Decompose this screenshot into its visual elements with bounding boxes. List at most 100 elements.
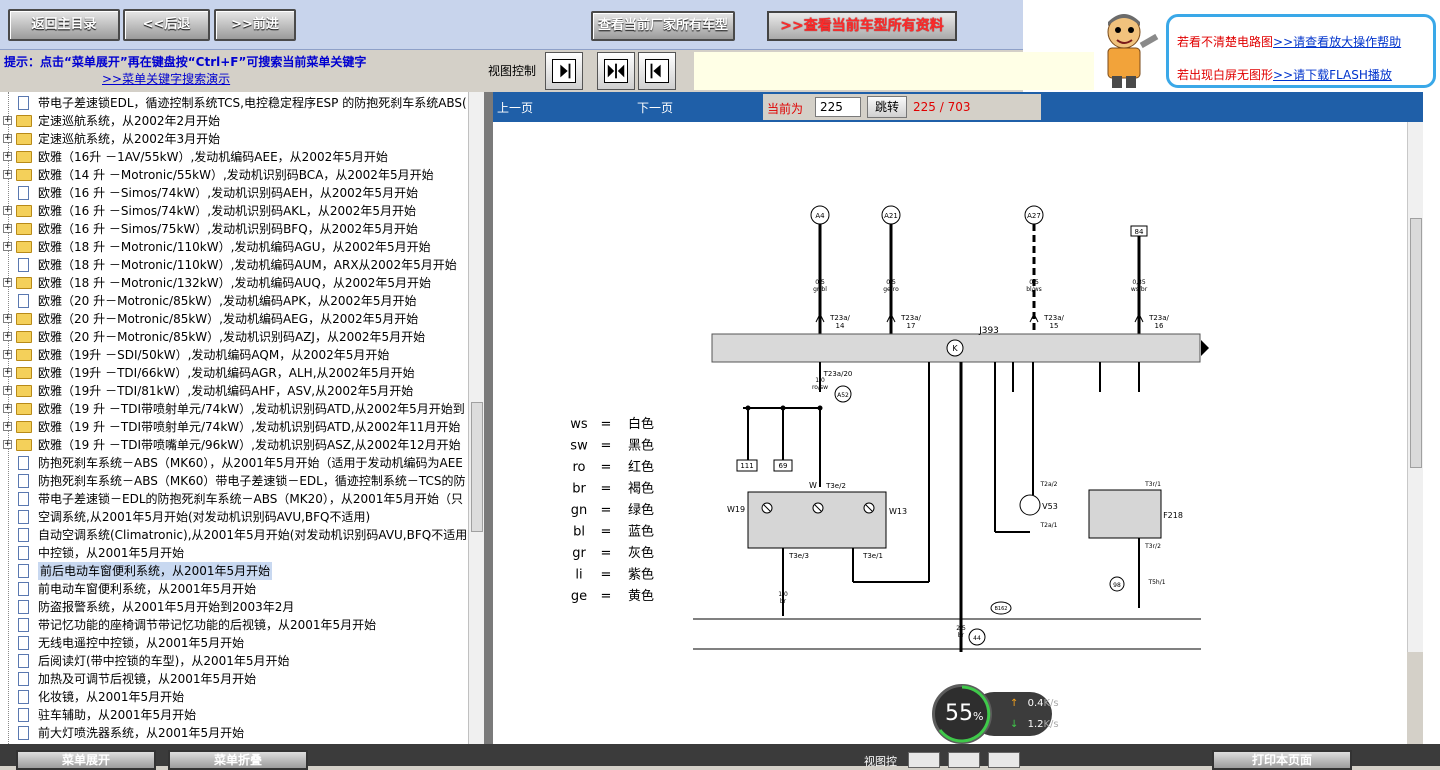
tree-item[interactable]: 防盗报警系统，从2001年5月开始到2003年2月 [0,598,470,616]
tree-scroll-thumb[interactable] [471,402,483,532]
tree-item[interactable]: 前电动车窗便利系统，从2001年5月开始 [0,580,470,598]
tree-scrollbar[interactable] [468,92,484,744]
tree-item[interactable]: 化妆镜，从2001年5月开始 [0,688,470,706]
switch-label: W [809,481,817,490]
tree-item[interactable]: 带电子差速锁EDL，循迹控制系统TCS,电控稳定程序ESP 的防抱死刹车系统AB… [0,94,470,112]
expand-toggle-icon[interactable]: + [3,367,12,377]
expand-toggle-icon[interactable]: + [3,205,12,215]
tree-item[interactable]: 后阅读灯(带中控锁的车型)，从2001年5月开始 [0,652,470,670]
page-position: 225 / 703 [913,100,971,114]
mechanic-icon [1107,14,1159,88]
zoom-help-link[interactable]: >>请查看放大操作帮助 [1273,35,1402,49]
arrow-left-icon [645,59,669,83]
tree-item[interactable]: +欧雅（19 升 －TDI带喷嘴单元/96kW）,发动机识别码ASZ,从2002… [0,436,470,454]
expand-toggle-icon[interactable]: + [3,223,12,233]
tree-item[interactable]: 带电子差速锁－EDL的防抱死刹车系统－ABS（MK20），从2001年5月开始（… [0,490,470,508]
tree-item-label: 欧雅（19升 －TDI/81kW）,发动机编码AHF，ASV,从2002年5月开… [38,384,414,398]
tree-item[interactable]: 加热及可调节后视镜，从2001年5月开始 [0,670,470,688]
download-value: 1.2 [1027,719,1044,730]
document-icon [18,708,29,722]
expand-toggle-icon[interactable]: + [3,241,12,251]
tree-item[interactable]: 欧雅（20 升－Motronic/85kW）,发动机编码APK，从2002年5月… [0,292,470,310]
prev-page-link[interactable]: 上一页 [497,101,534,115]
tree-item[interactable]: +欧雅（20 升－Motronic/85kW）,发动机识别码AZJ，从2002年… [0,328,470,346]
tree-item-label: 欧雅（20 升－Motronic/85kW）,发动机编码AEG，从2002年5月… [38,312,419,326]
expand-toggle-icon[interactable]: + [3,115,12,125]
pin-label: T23a/14 [829,314,850,330]
expand-toggle-icon[interactable]: + [3,421,12,431]
tree-item[interactable]: 前大灯喷洗器系统，从2001年5月开始 [0,724,470,742]
tree-item[interactable]: +欧雅（18 升 －Motronic/110kW）,发动机编码AGU，从2002… [0,238,470,256]
view-fit-left-button[interactable] [638,52,676,90]
page-number-input[interactable]: 225 [815,97,861,117]
tree-item[interactable]: 防抱死刹车系统－ABS（MK60）带电子差速锁－EDL，循迹控制系统－TCS的防 [0,472,470,490]
jump-button[interactable]: 跳转 [867,96,907,118]
expand-toggle-icon[interactable]: + [3,277,12,287]
expand-toggle-icon[interactable]: + [3,313,12,323]
junction-ellipse [990,601,1012,615]
tree-item[interactable]: +定速巡航系统，从2002年3月开始 [0,130,470,148]
legend-code: li [575,568,582,583]
tree-item[interactable]: 带记忆功能的座椅调节带记忆功能的后视镜，从2001年5月开始 [0,616,470,634]
tree-item[interactable]: 欧雅（18 升 －Motronic/110kW）,发动机编码AUM，ARX从20… [0,256,470,274]
expand-toggle-icon[interactable]: + [3,385,12,395]
tree-item[interactable]: 前后电动车窗便利系统，从2001年5月开始 [0,562,470,580]
menu-expand-button[interactable]: 菜单展开 [16,750,156,770]
document-scroll-thumb[interactable] [1410,218,1422,468]
search-demo-link[interactable]: >>菜单关键字搜索演示 [102,72,231,86]
expand-toggle-icon[interactable]: + [3,331,12,341]
tree-item[interactable]: 欧雅（16 升 －Simos/74kW）,发动机识别码AEH，从2002年5月开… [0,184,470,202]
view-fit-right-button[interactable] [545,52,583,90]
home-button[interactable]: 返回主目录 [8,9,120,41]
ground-label: 44 [973,635,981,642]
tree-item[interactable]: +欧雅（19升 －SDI/50kW）,发动机编码AQM，从2002年5月开始 [0,346,470,364]
connector-arrow [1029,312,1039,323]
print-page-button[interactable]: 打印本页面 [1212,750,1352,770]
tree-item[interactable]: 驻车辅助，从2001年5月开始 [0,706,470,724]
tree-item[interactable]: 中控锁，从2001年5月开始 [0,544,470,562]
view-models-button[interactable]: 查看当前厂家所有车型 [591,11,735,41]
tree-item[interactable]: +欧雅（19 升 －TDI带喷射单元/74kW）,发动机识别码ATD,从2002… [0,400,470,418]
tree-item[interactable]: 空调系统,从2001年5月开始(对发动机识别码AVU,BFQ不适用) [0,508,470,526]
tree-item[interactable]: + 欧雅（19升 －TDI/81kW）,发动机编码AHF，ASV,从2002年5月… [0,382,470,400]
tree-item[interactable]: +欧雅（16升 －1AV/55kW）,发动机编码AEE，从2002年5月开始 [0,148,470,166]
tree-item[interactable]: 防抱死刹车系统－ABS（MK60），从2001年5月开始（适用于发动机编码为AE… [0,454,470,472]
pin-label: T23a/17 [900,314,921,330]
legend-color-name: 褐色 [628,481,654,497]
tree-item[interactable]: 无线电遥控中控锁，从2001年5月开始 [0,634,470,652]
tree-item[interactable]: +欧雅（19升 －TDI/66kW）,发动机编码AGR，ALH,从2002年5月… [0,364,470,382]
expand-toggle-icon[interactable]: + [3,403,12,413]
forward-button[interactable]: >>前进 [214,9,296,41]
view-fit-both-button[interactable] [597,52,635,90]
module-symbol-circle [946,339,964,357]
back-button[interactable]: <<后退 [123,9,210,41]
menu-collapse-button[interactable]: 菜单折叠 [168,750,308,770]
pin-label: T3r/1 [1144,481,1161,488]
legend-equals: = [601,568,612,583]
expand-toggle-icon[interactable]: + [3,439,12,449]
pane-splitter[interactable] [484,92,493,744]
fuse-label: 84 [1135,228,1144,236]
flash-download-link[interactable]: >>请下载FLASH播放 [1273,68,1392,82]
terminal-box [736,459,758,472]
expand-toggle-icon[interactable]: + [3,133,12,143]
tree-item[interactable]: + 欧雅（20 升－Motronic/85kW）,发动机编码AEG，从2002年5… [0,310,470,328]
tree-item[interactable]: +定速巡航系统，从2002年2月开始 [0,112,470,130]
document-scrollbar[interactable] [1407,122,1423,652]
expand-toggle-icon[interactable]: + [3,151,12,161]
tree-item[interactable]: +欧雅（19 升 －TDI带喷射单元/74kW）,发动机识别码ATD,从2002… [0,418,470,436]
legend-color-name: 红色 [628,459,654,475]
view-all-data-button[interactable]: >>查看当前车型所有资料 [767,11,957,41]
next-page-link[interactable]: 下一页 [637,101,674,115]
tree-item[interactable]: +欧雅（16 升 －Simos/75kW）,发动机识别码BFQ，从2002年5月… [0,220,470,238]
tree-item[interactable]: +欧雅（18 升 －Motronic/132kW）,发动机编码AUQ，从2002… [0,274,470,292]
expand-toggle-icon[interactable]: + [3,349,12,359]
tree-item[interactable]: 自动空调系统(Climatronic),从2001年5月开始(对发动机识别码AV… [0,526,472,544]
folder-icon [16,277,32,289]
expand-toggle-icon[interactable]: + [3,169,12,179]
tree-item[interactable]: +欧雅（14 升 －Motronic/55kW）,发动机识别码BCA，从2002… [0,166,470,184]
tree-item[interactable]: +欧雅（16 升 －Simos/74kW）,发动机识别码AKL，从2002年5月… [0,202,470,220]
